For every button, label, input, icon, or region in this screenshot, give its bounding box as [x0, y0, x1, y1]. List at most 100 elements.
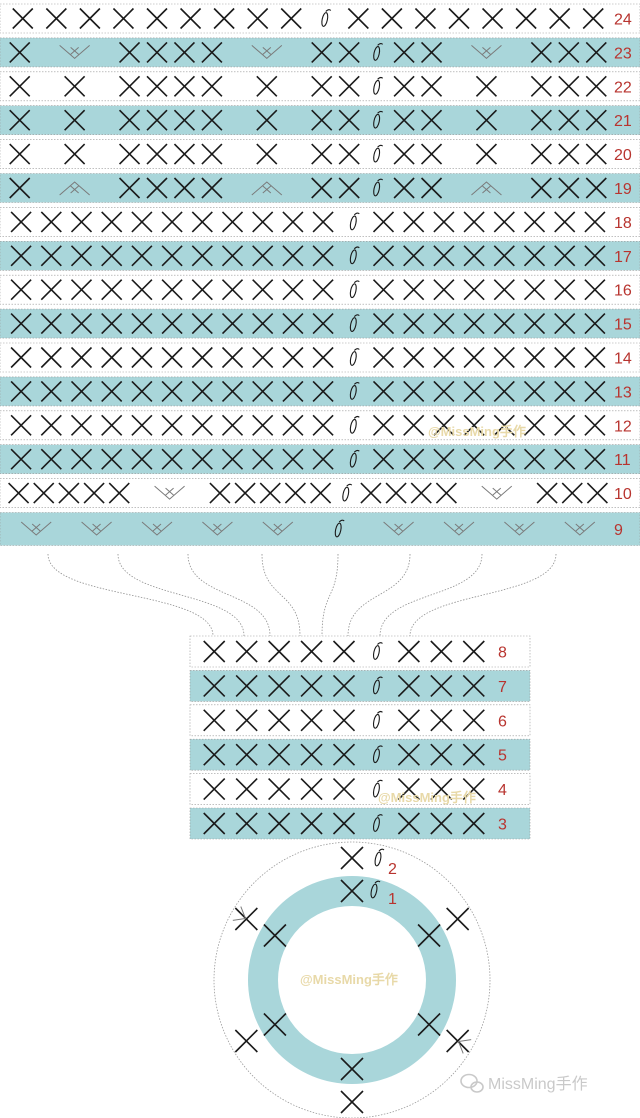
sc-symbol [530, 109, 552, 131]
watermark-lower: @MissMing手作 [378, 790, 476, 805]
sc-symbol [536, 482, 558, 504]
sc-symbol [10, 313, 32, 335]
sc-symbol [446, 907, 470, 931]
sc-symbol [300, 709, 323, 732]
increase-mark [232, 906, 247, 921]
sc-symbol [203, 743, 226, 766]
sc-symbol [203, 709, 226, 732]
row-11: 11 [0, 444, 640, 475]
sc-symbol [584, 380, 606, 402]
sc-symbol [201, 143, 223, 165]
sc-symbol [463, 448, 485, 470]
sc-symbol [213, 7, 235, 30]
sc-symbol [118, 177, 141, 199]
sc-symbol [554, 313, 576, 335]
sc-symbol [463, 380, 485, 402]
sc-symbol [585, 177, 607, 199]
sc-symbol [221, 346, 244, 369]
sc-symbol [221, 245, 244, 267]
sc-symbol [403, 245, 425, 267]
row-number: 4 [498, 782, 507, 799]
decrease-symbol [471, 181, 502, 196]
sc-symbol [70, 414, 93, 436]
sc-symbol [131, 279, 153, 301]
ring-center [278, 906, 426, 1054]
sc-symbol [235, 709, 258, 732]
sc-symbol [10, 380, 32, 402]
sc-symbol [131, 414, 153, 436]
sc-symbol [282, 380, 304, 402]
sc-symbol [40, 245, 62, 267]
sc-symbol [268, 743, 291, 766]
sc-symbol [312, 380, 334, 402]
increase-symbol [251, 45, 283, 60]
sc-symbol [311, 177, 333, 199]
sc-symbol [385, 482, 407, 504]
sc-symbol [131, 245, 153, 267]
increase-symbol [383, 521, 414, 536]
sc-symbol [312, 346, 334, 369]
sc-symbol [430, 778, 453, 801]
row-number: 3 [498, 817, 507, 834]
sc-symbol [584, 279, 606, 301]
sc-symbol [252, 380, 274, 402]
sc-symbol [530, 75, 552, 97]
sc-symbol [203, 674, 226, 697]
sc-symbol [410, 482, 432, 504]
sc-symbol [340, 879, 364, 903]
watermark-upper: @MissMing手作 [428, 424, 526, 439]
row-14: 14 [0, 342, 640, 373]
sc-symbol [101, 279, 123, 301]
sc-symbol [448, 7, 470, 30]
sc-symbol [372, 313, 395, 335]
row-number: 21 [614, 113, 632, 130]
sc-symbol [397, 812, 420, 835]
row-6: 6 [189, 704, 531, 737]
sc-symbol [263, 923, 287, 948]
sc-symbol [40, 414, 62, 436]
sc-symbol [256, 143, 278, 165]
sc-symbol [433, 279, 455, 301]
sc-symbol [173, 41, 196, 63]
sc-symbol [201, 109, 223, 131]
chain-symbol [372, 676, 383, 695]
connector-line [321, 553, 339, 637]
row-5: 5 [189, 738, 531, 771]
sc-symbol [493, 211, 515, 233]
sc-symbol [311, 143, 333, 165]
row-number: 13 [614, 384, 632, 401]
sc-symbol [420, 75, 443, 97]
sc-symbol [554, 211, 576, 233]
sc-symbol [9, 177, 31, 199]
chain-symbol [373, 43, 384, 61]
row-23: 23 [0, 37, 640, 68]
sc-symbol [10, 448, 32, 470]
sc-symbol [558, 41, 580, 63]
row-10: 10 [0, 478, 640, 508]
row-number: 11 [614, 452, 631, 469]
chain-symbol [373, 110, 384, 129]
sc-symbol [252, 346, 274, 369]
sc-symbol [554, 380, 576, 402]
sc-symbol [523, 414, 546, 436]
sc-symbol [234, 907, 258, 931]
sc-symbol [338, 109, 360, 131]
chain-symbol [349, 280, 360, 299]
sc-symbol [340, 1090, 364, 1114]
row-number: 14 [614, 351, 632, 368]
sc-symbol [523, 380, 546, 402]
sc-symbol [430, 709, 453, 732]
sc-symbol [33, 482, 55, 504]
sc-symbol [462, 674, 485, 697]
row-19: 19 [0, 173, 640, 203]
sc-symbol [40, 211, 62, 233]
sc-symbol [462, 709, 485, 732]
sc-symbol [40, 279, 62, 301]
sc-symbol [584, 211, 606, 233]
sc-symbol [191, 380, 213, 402]
sc-symbol [523, 211, 546, 233]
chain-symbol [334, 519, 345, 538]
sc-symbol [372, 346, 395, 369]
sc-symbol [403, 414, 425, 436]
sc-symbol [252, 211, 274, 233]
